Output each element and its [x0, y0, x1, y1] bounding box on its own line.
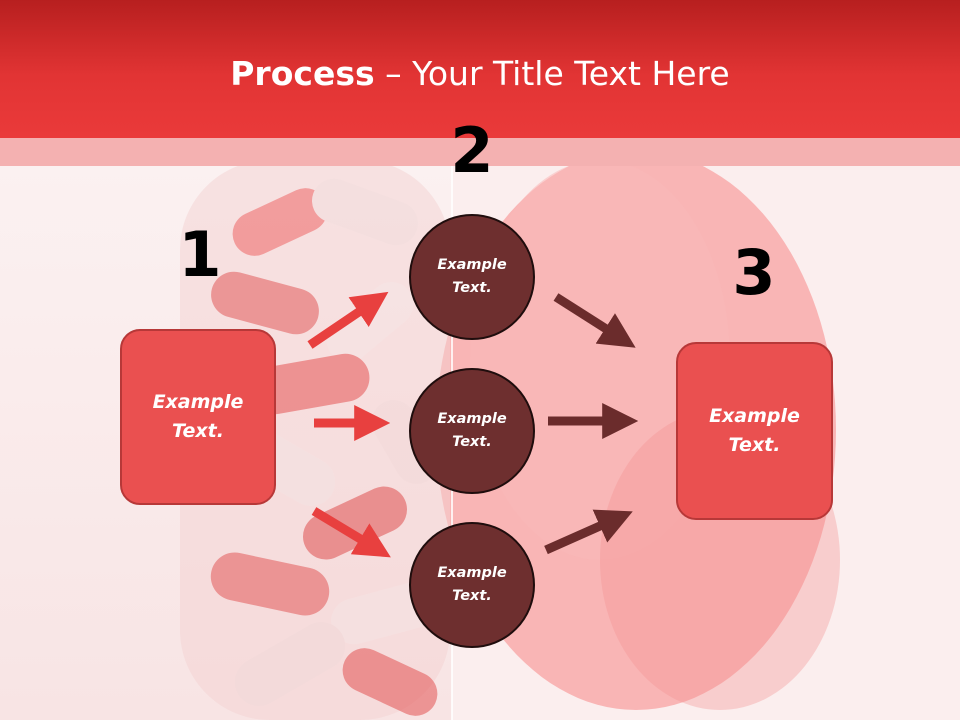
step-number-2: 2 [450, 114, 494, 187]
right-text-box[interactable]: Example Text. [676, 342, 833, 520]
title-underband [0, 138, 960, 166]
circle-bottom-text: Example Text. [437, 565, 507, 604]
slide-title: Process – Your Title Text Here [0, 52, 960, 96]
circle-bottom[interactable]: Example Text. [409, 522, 535, 648]
title-bold: Process [230, 54, 375, 93]
circle-top[interactable]: Example Text. [409, 214, 535, 340]
step-number-1: 1 [178, 218, 222, 291]
left-text-box[interactable]: Example Text. [120, 329, 276, 505]
arrow-left-to-top [307, 291, 389, 349]
circle-middle-text: Example Text. [437, 411, 507, 450]
right-box-text: Example Text. [709, 405, 800, 456]
circle-middle[interactable]: Example Text. [409, 368, 535, 494]
title-rest: – Your Title Text Here [374, 54, 730, 93]
left-box-text: Example Text. [152, 391, 244, 442]
arrow-bottom-to-right [544, 509, 633, 555]
title-band [0, 0, 960, 138]
arrow-top-to-right [553, 293, 636, 348]
arrow-left-to-bottom [311, 507, 391, 558]
circle-top-text: Example Text. [437, 257, 507, 296]
step-number-3: 3 [732, 236, 776, 309]
